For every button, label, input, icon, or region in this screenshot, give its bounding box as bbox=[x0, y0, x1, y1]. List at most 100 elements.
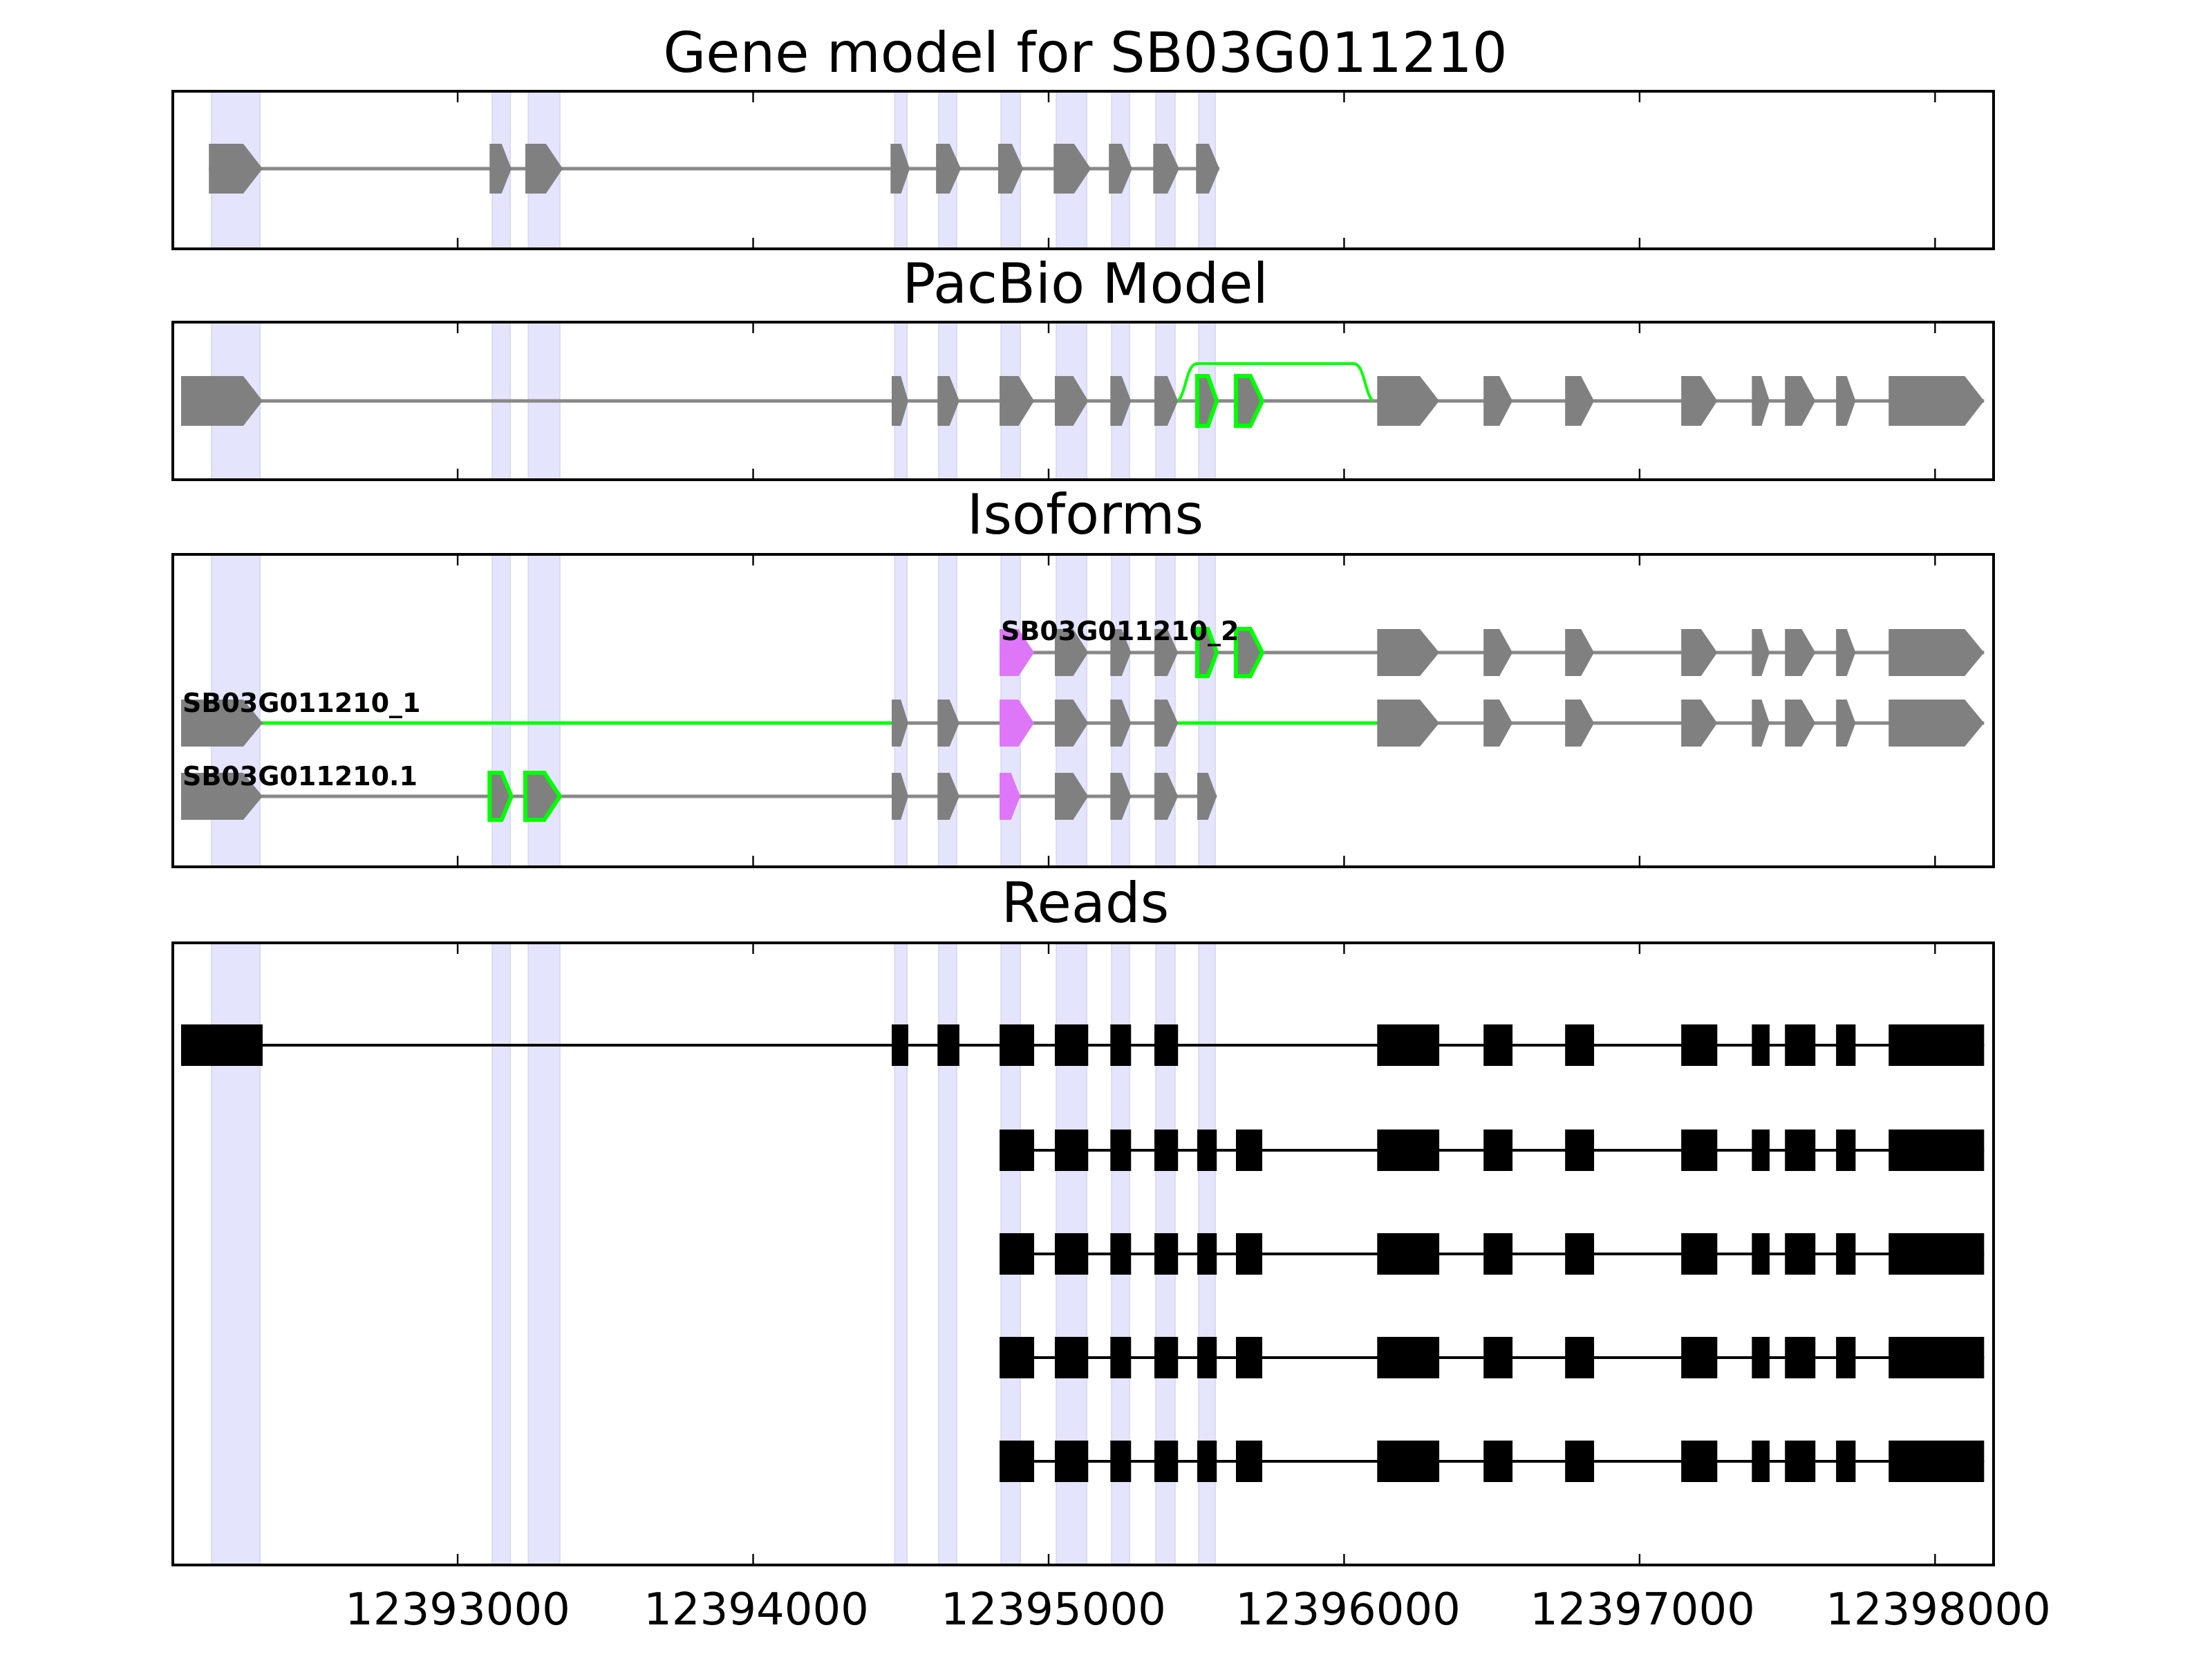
highlight-band bbox=[491, 942, 511, 1566]
panel-frame bbox=[171, 941, 1995, 1566]
read-exon bbox=[1681, 1233, 1718, 1275]
exon bbox=[937, 376, 959, 426]
read-exon bbox=[1836, 1130, 1856, 1171]
exon bbox=[1888, 629, 1985, 676]
panel-frame bbox=[171, 321, 1995, 481]
exon bbox=[1153, 144, 1179, 194]
alternative-exon bbox=[1000, 629, 1035, 676]
exon bbox=[1110, 376, 1132, 426]
read-exon bbox=[1197, 1337, 1217, 1378]
read-exon bbox=[1888, 1024, 1985, 1066]
exon bbox=[180, 773, 263, 820]
read-exon bbox=[1681, 1441, 1718, 1482]
exon bbox=[1377, 700, 1440, 747]
exon bbox=[892, 773, 908, 820]
read-exon bbox=[1377, 1441, 1440, 1482]
read-exon bbox=[1565, 1130, 1595, 1171]
read-exon bbox=[1154, 1441, 1179, 1482]
read-exon bbox=[1235, 1337, 1263, 1378]
read-exon bbox=[1681, 1337, 1718, 1378]
read-exon bbox=[1197, 1130, 1217, 1171]
exon bbox=[1154, 773, 1179, 820]
read-exon bbox=[1483, 1130, 1513, 1171]
novel-exon bbox=[1194, 627, 1219, 678]
read-exon bbox=[1836, 1441, 1856, 1482]
exon bbox=[525, 144, 563, 194]
exon bbox=[1752, 629, 1770, 676]
read-exon bbox=[1154, 1337, 1179, 1378]
read-exon bbox=[1752, 1130, 1770, 1171]
exon bbox=[1483, 629, 1513, 676]
read-exon bbox=[1681, 1130, 1718, 1171]
isoform-label-2: SB03G011210_2 bbox=[1001, 616, 1239, 646]
exon bbox=[180, 376, 263, 426]
panel-title-isoforms: Isoforms bbox=[967, 482, 1203, 547]
read-exon bbox=[1836, 1233, 1856, 1275]
read-exon bbox=[1235, 1233, 1263, 1275]
read-exon bbox=[1110, 1441, 1132, 1482]
exon bbox=[936, 144, 962, 194]
exon bbox=[180, 700, 263, 747]
read-exon bbox=[1000, 1130, 1035, 1171]
novel-exon bbox=[523, 771, 563, 822]
x-tick-label: 12396000 bbox=[1235, 1584, 1461, 1635]
read-exon bbox=[937, 1024, 959, 1066]
read-exon bbox=[1483, 1233, 1513, 1275]
read-exon bbox=[892, 1024, 908, 1066]
highlight-band bbox=[527, 942, 561, 1566]
exon bbox=[937, 700, 959, 747]
panel-title-pacbio: PacBio Model bbox=[902, 252, 1268, 316]
read-exon bbox=[1377, 1130, 1440, 1171]
read-exon bbox=[1110, 1337, 1132, 1378]
exon bbox=[892, 700, 908, 747]
x-tick-label: 12395000 bbox=[941, 1584, 1166, 1635]
read-exon bbox=[1235, 1130, 1263, 1171]
alternative-exon bbox=[1000, 700, 1035, 747]
read-exon bbox=[1110, 1233, 1132, 1275]
read-exon bbox=[1483, 1337, 1513, 1378]
exon bbox=[1377, 629, 1440, 676]
read-exon bbox=[1888, 1130, 1985, 1171]
read-exon bbox=[180, 1024, 263, 1066]
read-exon bbox=[1565, 1024, 1595, 1066]
read-exon bbox=[1888, 1441, 1985, 1482]
exon bbox=[1054, 700, 1089, 747]
exon bbox=[1785, 376, 1816, 426]
panel-frame bbox=[171, 553, 1995, 868]
exon bbox=[1054, 629, 1089, 676]
exon bbox=[1154, 376, 1179, 426]
exon bbox=[1154, 700, 1179, 747]
exon bbox=[1836, 700, 1856, 747]
panel-frame bbox=[171, 90, 1995, 250]
read-exon bbox=[1377, 1024, 1440, 1066]
x-tick-label: 12398000 bbox=[1826, 1584, 2051, 1635]
read-exon bbox=[1054, 1233, 1089, 1275]
read-exon bbox=[1888, 1337, 1985, 1378]
exon bbox=[997, 144, 1024, 194]
read-exon bbox=[1197, 1441, 1217, 1482]
exon bbox=[1000, 376, 1035, 426]
isoform-label-1: SB03G011210_1 bbox=[182, 688, 421, 718]
read-exon bbox=[1054, 1024, 1089, 1066]
exon bbox=[1110, 773, 1132, 820]
read-exon bbox=[1565, 1233, 1595, 1275]
read-exon bbox=[1110, 1024, 1132, 1066]
exon bbox=[1110, 700, 1132, 747]
exon bbox=[1565, 376, 1595, 426]
read-exon bbox=[1565, 1337, 1595, 1378]
read-exon bbox=[1000, 1233, 1035, 1275]
exon bbox=[1110, 629, 1132, 676]
read-exon bbox=[1752, 1024, 1770, 1066]
exon bbox=[1836, 629, 1856, 676]
read-exon bbox=[1054, 1130, 1089, 1171]
read-exon bbox=[1785, 1130, 1816, 1171]
exon bbox=[1054, 376, 1089, 426]
exon bbox=[489, 144, 512, 194]
read-exon bbox=[1000, 1337, 1035, 1378]
novel-exon bbox=[487, 771, 514, 822]
exon bbox=[1752, 700, 1770, 747]
read-exon bbox=[1377, 1337, 1440, 1378]
read-exon bbox=[1377, 1233, 1440, 1275]
read-exon bbox=[1000, 1024, 1035, 1066]
